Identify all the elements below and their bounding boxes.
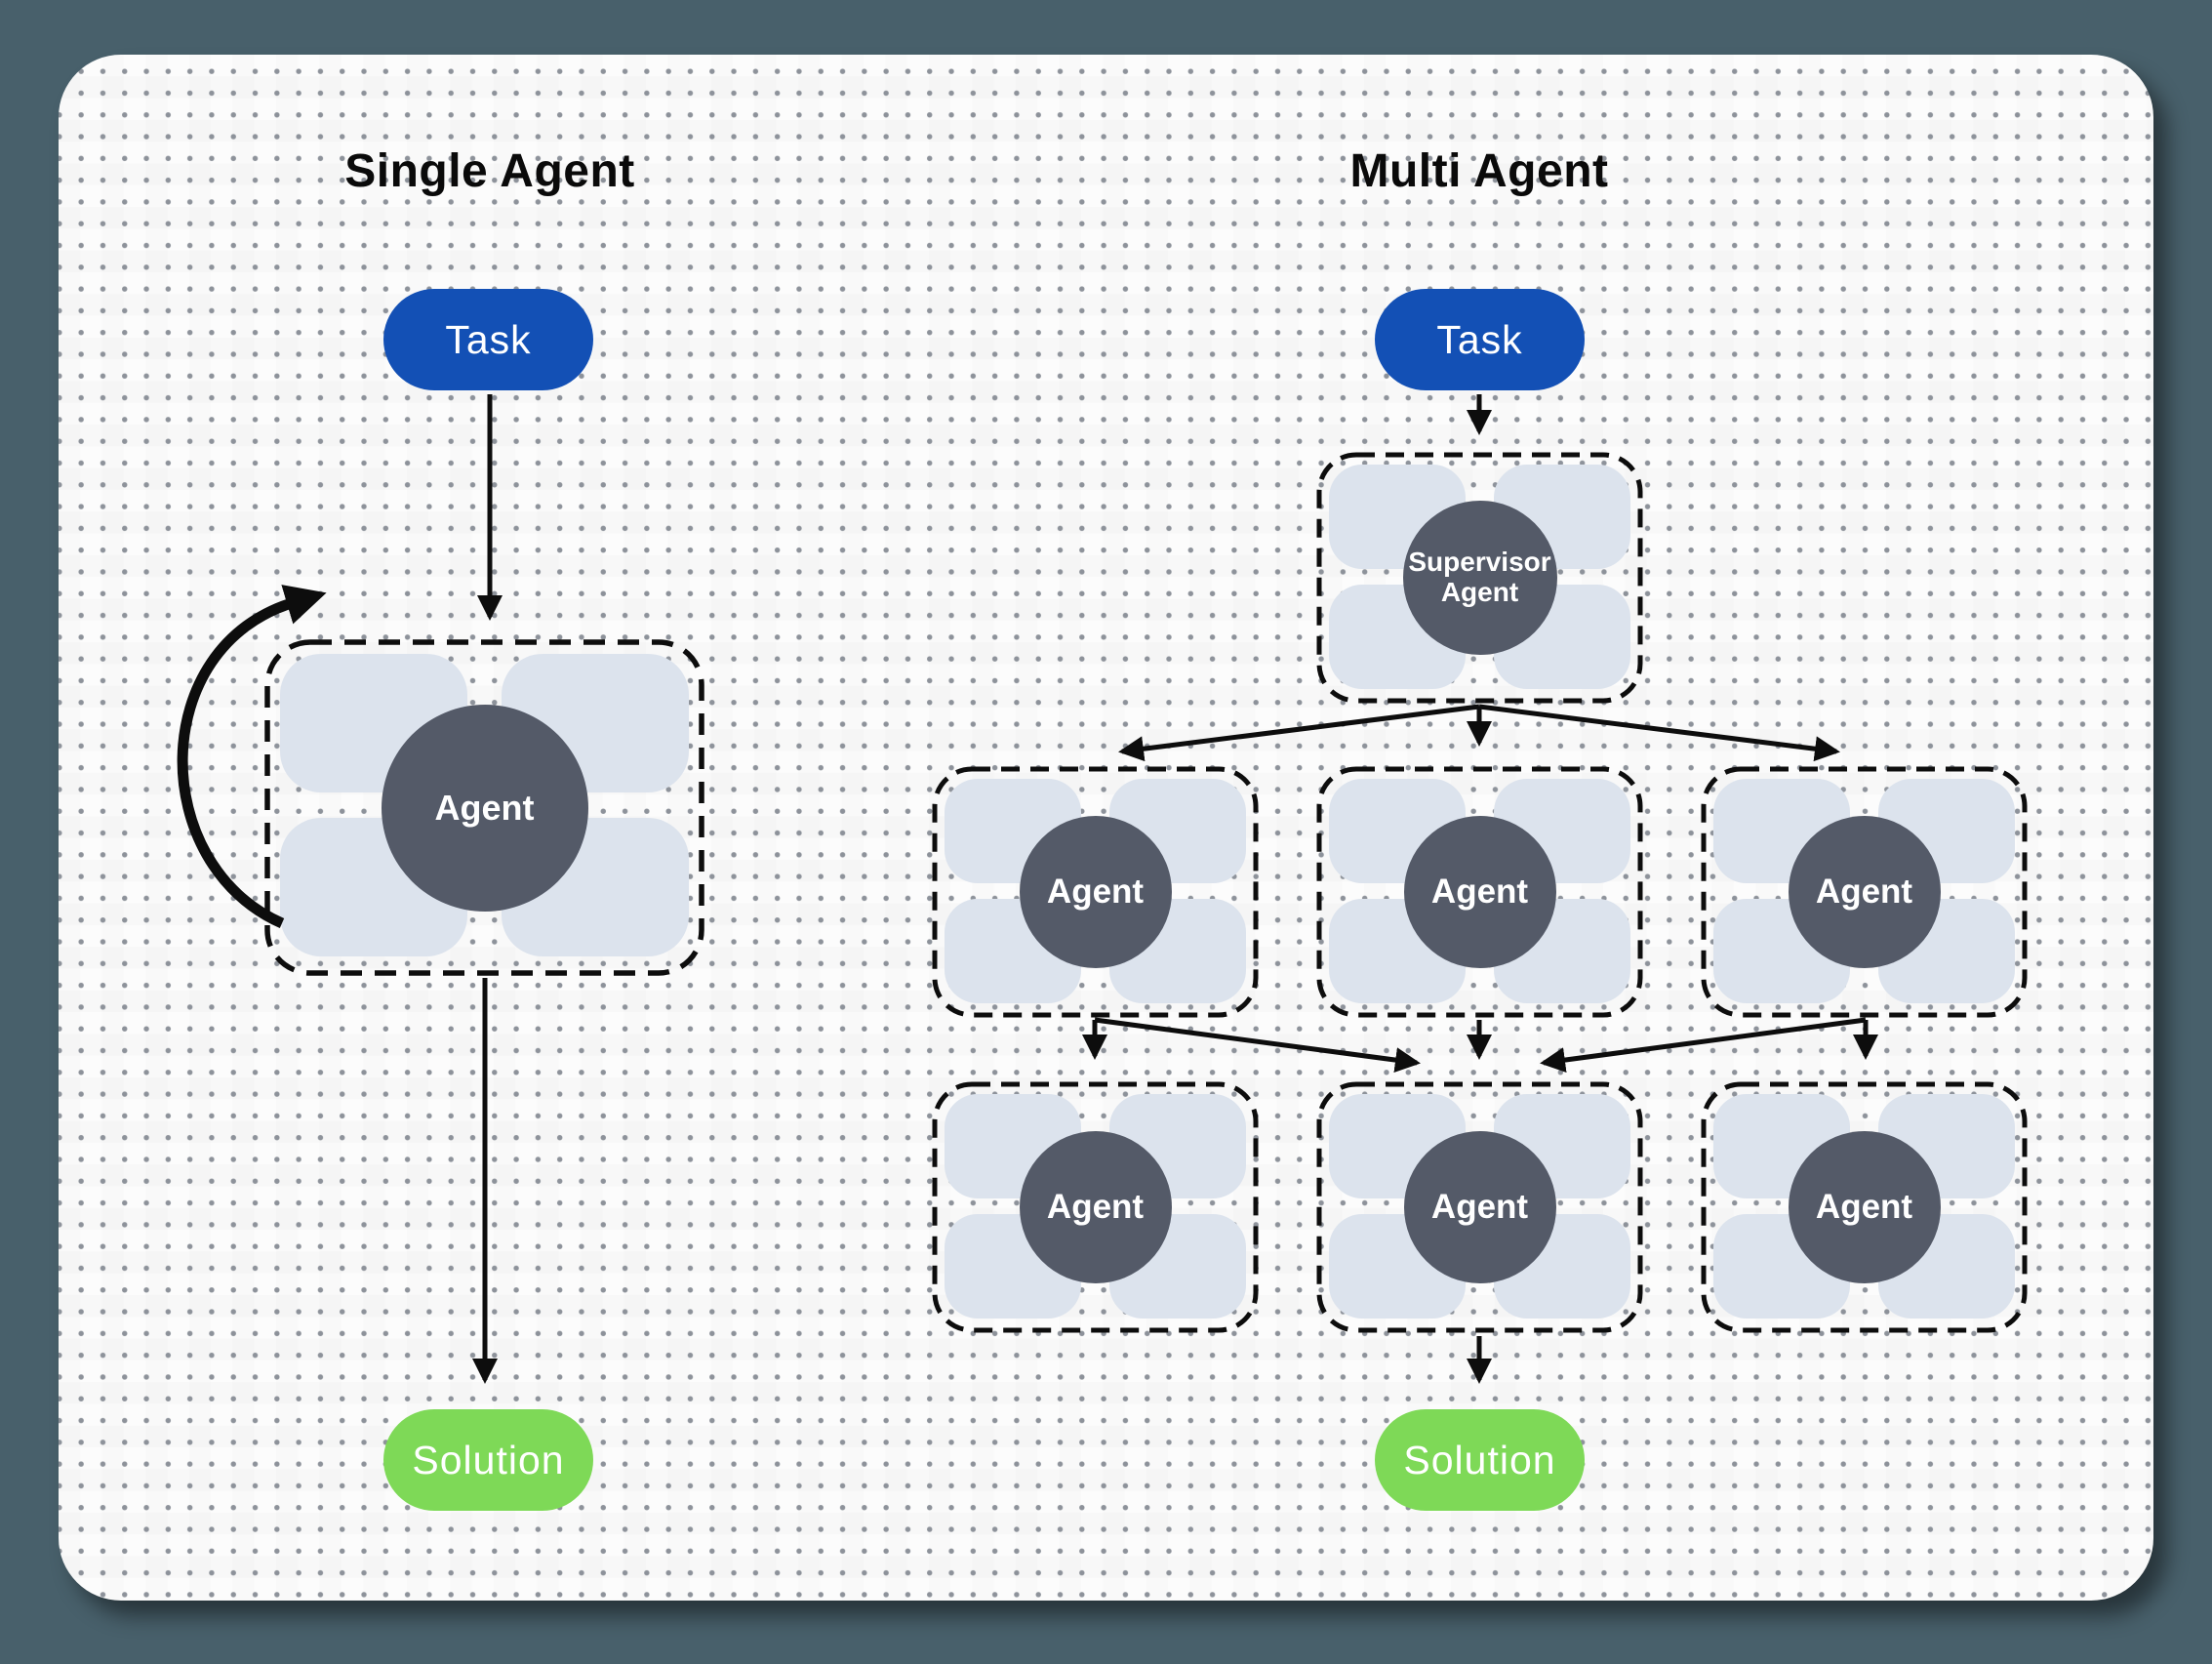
supervisor-agent-label: Supervisor Agent [1408, 547, 1551, 607]
supervisor-agent-box: Supervisor Agent [1316, 452, 1643, 704]
dashed-border [1701, 1081, 2028, 1333]
single-agent-box: Agent [264, 639, 704, 976]
agent-box-row2-right: Agent [1701, 1081, 2028, 1333]
multi-solution-pill: Solution [1375, 1409, 1585, 1511]
dashed-border [1316, 766, 1643, 1018]
single-task-pill: Task [383, 289, 593, 390]
dashed-border [932, 1081, 1259, 1333]
single-agent-title: Single Agent [344, 145, 635, 197]
single-agent-circle: Agent [381, 704, 588, 912]
agent-label: Agent [1430, 873, 1529, 911]
supervisor-agent-circle: Supervisor Agent [1402, 501, 1557, 655]
agent-box-row2-left: Agent [932, 1081, 1259, 1333]
single-solution-pill: Solution [383, 1409, 593, 1511]
agent-circle: Agent [1403, 1131, 1556, 1283]
dashed-border [1701, 766, 2028, 1018]
multi-agent-title: Multi Agent [1349, 145, 1609, 197]
agent-box-row2-center: Agent [1316, 1081, 1643, 1333]
multi-task-pill: Task [1375, 289, 1585, 390]
agent-box-row1-center: Agent [1316, 766, 1643, 1018]
multi-task-label: Task [1436, 316, 1523, 362]
agent-circle: Agent [1788, 816, 1941, 968]
single-task-label: Task [445, 316, 532, 362]
agent-label: Agent [1046, 873, 1145, 911]
single-solution-label: Solution [412, 1437, 565, 1482]
agent-circle: Agent [1788, 1131, 1941, 1283]
agent-box-row1-right: Agent [1701, 766, 2028, 1018]
multi-solution-label: Solution [1403, 1437, 1556, 1482]
agent-label: Agent [1815, 873, 1913, 911]
agent-box-row1-left: Agent [932, 766, 1259, 1018]
agent-label: Agent [1430, 1188, 1529, 1226]
agent-label: Agent [1815, 1188, 1913, 1226]
agent-circle: Agent [1403, 816, 1556, 968]
single-agent-label: Agent [434, 787, 535, 828]
dashed-border [1316, 452, 1643, 704]
agent-circle: Agent [1019, 816, 1172, 968]
agent-circle: Agent [1019, 1131, 1172, 1283]
dashed-border [932, 766, 1259, 1018]
agent-label: Agent [1046, 1188, 1145, 1226]
dashed-border [1316, 1081, 1643, 1333]
